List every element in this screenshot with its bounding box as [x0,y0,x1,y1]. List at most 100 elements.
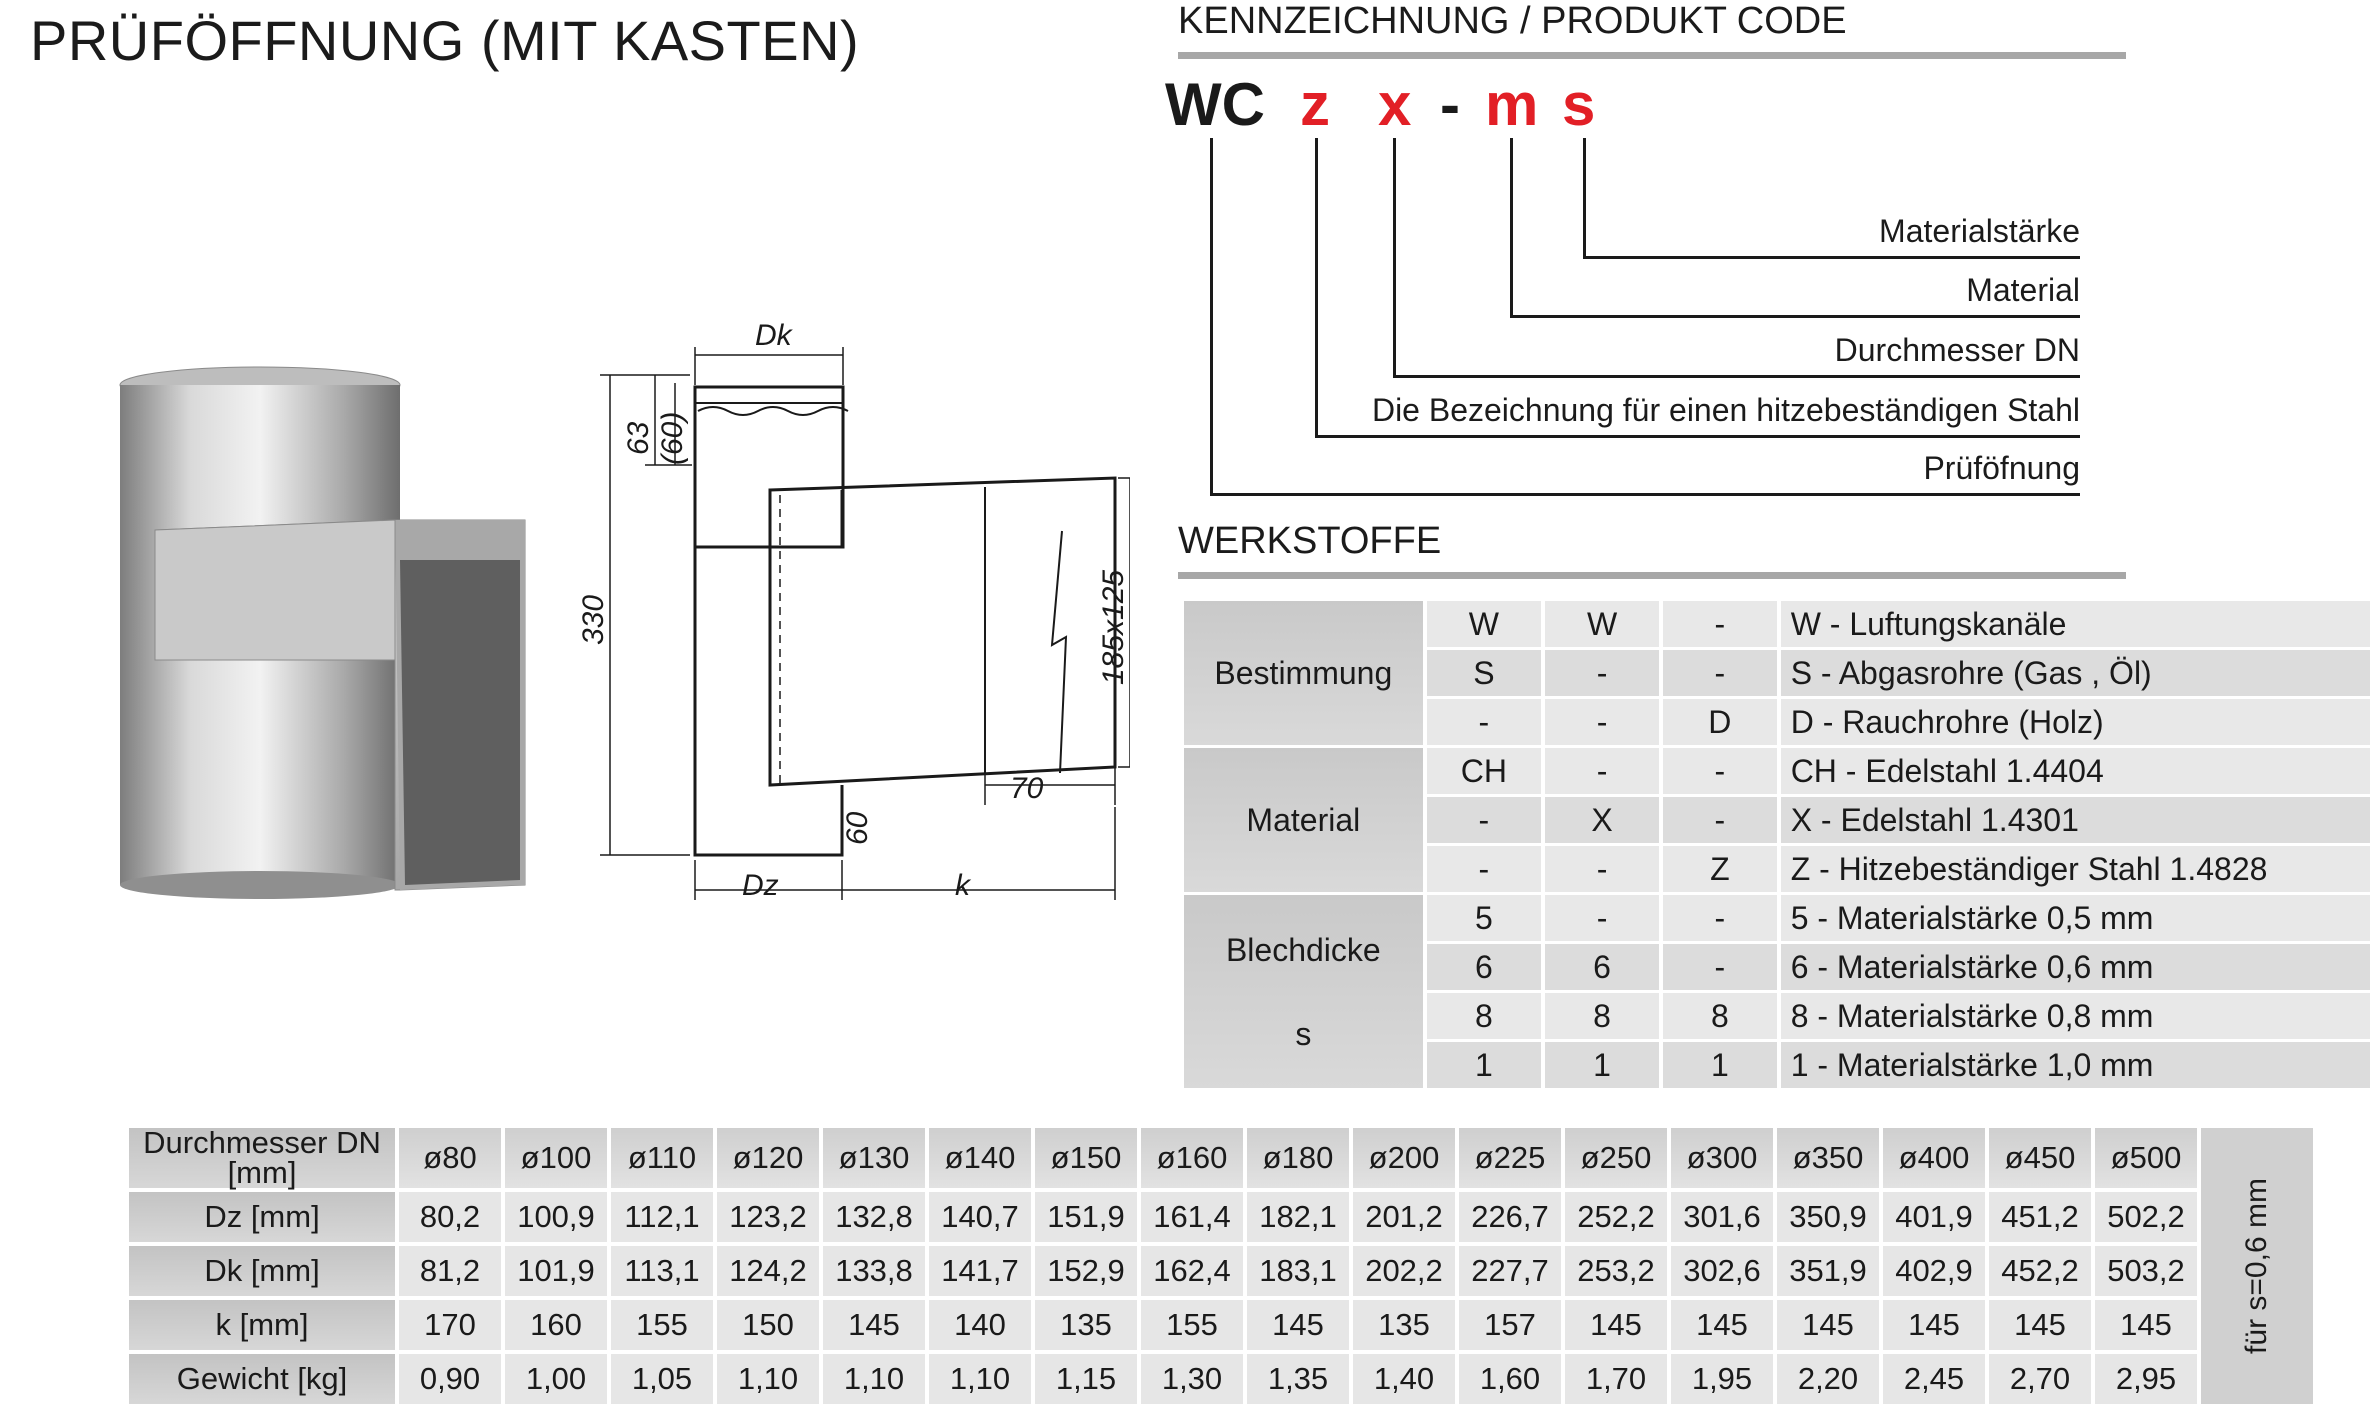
table-cell: 2,45 [1883,1354,1985,1404]
table-cell: W [1426,601,1542,647]
table-cell: ø100 [505,1128,607,1188]
connector-wc-h [1210,493,2080,496]
page-title: PRÜFÖFFNUNG (MIT KASTEN) [30,9,860,72]
table-cell: 2,95 [2095,1354,2197,1404]
table-cell: ø150 [1035,1128,1137,1188]
connector-m-h [1510,315,2080,318]
table-cell: 451,2 [1989,1192,2091,1242]
connector-x-h [1393,375,2080,378]
werkstoffe-heading-rule [1178,572,2126,579]
table-cell: 81,2 [399,1246,501,1296]
table-cell: 2,20 [1777,1354,1879,1404]
connector-s-v [1583,138,1586,258]
table-cell: CH [1426,748,1542,794]
table-cell: ø120 [717,1128,819,1188]
table-cell: 100,9 [505,1192,607,1242]
table-cell: 452,2 [1989,1246,2091,1296]
code-heading-rule [1178,52,2126,59]
table-cell: S - Abgasrohre (Gas , Öl) [1780,650,2370,696]
code-prefix: WC [1165,71,1265,138]
dim-box-label: 185x125 [1097,570,1130,685]
row-header: k [mm] [129,1300,395,1350]
table-cell: - [1426,797,1542,843]
table-cell: D [1663,699,1777,745]
table-cell: 1 [1426,1042,1542,1088]
legend-materialstaerke: Materialstärke [1879,213,2080,249]
table-cell: 351,9 [1777,1246,1879,1296]
code-heading: KENNZEICHNUNG / PRODUKT CODE [1178,0,1847,42]
table-cell: 2,70 [1989,1354,2091,1404]
table-cell: 6 [1545,944,1659,990]
legend-bezeichnung: Die Bezeichnung für einen hitzebeständig… [1371,392,2080,428]
table-cell: 1,00 [505,1354,607,1404]
group-blechdicke: Blechdicke s [1184,895,1423,1088]
table-cell: - [1545,895,1659,941]
legend-durchmesser: Durchmesser DN [1834,332,2080,368]
connector-z-h [1315,435,2080,438]
table-cell: 252,2 [1565,1192,1667,1242]
table-cell: 132,8 [823,1192,925,1242]
table-cell: 1 [1545,1042,1659,1088]
werkstoffe-table: Bestimmung W W - W - Luftungskanäle S - … [1180,598,2374,1091]
table-cell: 123,2 [717,1192,819,1242]
code-z: z [1300,71,1330,138]
code-x: x [1378,71,1412,138]
table-cell: 8 [1545,993,1659,1039]
table-cell: ø225 [1459,1128,1561,1188]
dim-63-label: 63 [622,421,655,455]
table-cell: 145 [1247,1300,1349,1350]
group-bestimmung: Bestimmung [1184,601,1423,745]
row-header: Gewicht [kg] [129,1354,395,1404]
table-row: Material CH - - CH - Edelstahl 1.4404 [1184,748,2370,892]
table-cell: 145 [823,1300,925,1350]
table-cell: 135 [1035,1300,1137,1350]
dim-60-paren-label: (60) [656,412,689,465]
dim-dk-label: Dk [755,319,794,352]
table-cell: - [1545,846,1659,892]
table-cell: 161,4 [1141,1192,1243,1242]
code-dash: - [1440,71,1460,138]
table-cell: 170 [399,1300,501,1350]
table-cell: - [1426,699,1542,745]
table-row: 8 8 8 8 - Materialstärke 0,8 mm [1184,993,2370,1039]
dim-60-label: 60 [841,811,874,845]
table-cell: ø130 [823,1128,925,1188]
table-cell: 8 [1426,993,1542,1039]
table-cell: 124,2 [717,1246,819,1296]
table-cell: 101,9 [505,1246,607,1296]
table-cell: Z [1663,846,1777,892]
table-cell: ø300 [1671,1128,1773,1188]
table-cell: 301,6 [1671,1192,1773,1242]
table-cell: 183,1 [1247,1246,1349,1296]
table-cell: D - Rauchrohre (Holz) [1780,699,2370,745]
table-cell: Z - Hitzebeständiger Stahl 1.4828 [1780,846,2370,892]
dim-70-label: 70 [1010,772,1044,805]
table-row: Bestimmung W W - W - Luftungskanäle [1184,601,2370,745]
legend-pruefoeffnung: Prüföfnung [1923,450,2080,486]
table-cell: 155 [1141,1300,1243,1350]
table-cell: 145 [2095,1300,2197,1350]
werkstoffe-heading: WERKSTOFFE [1178,520,1442,562]
table-cell: 1,95 [1671,1354,1773,1404]
connector-x-v [1393,138,1396,377]
thickness-note-cell: für s=0,6 mm [2201,1128,2313,1404]
table-cell: - [1663,650,1777,696]
table-row: - - D D - Rauchrohre (Holz) [1184,699,2370,745]
technical-drawing: Dk 63 (60) 330 185x125 70 60 Dz k [577,319,1130,902]
table-cell: - [1663,797,1777,843]
table-cell: 1,70 [1565,1354,1667,1404]
table-cell: 227,7 [1459,1246,1561,1296]
table-cell: 1,10 [717,1354,819,1404]
table-cell: 155 [611,1300,713,1350]
table-cell: 1,10 [929,1354,1031,1404]
table-cell: 145 [1989,1300,2091,1350]
table-cell: 5 [1426,895,1542,941]
table-row: S - - S - Abgasrohre (Gas , Öl) [1184,650,2370,696]
code-m: m [1485,71,1539,138]
table-cell: ø110 [611,1128,713,1188]
table-cell: - [1663,895,1777,941]
table-cell: 5 - Materialstärke 0,5 mm [1780,895,2370,941]
table-cell: - [1545,748,1659,794]
